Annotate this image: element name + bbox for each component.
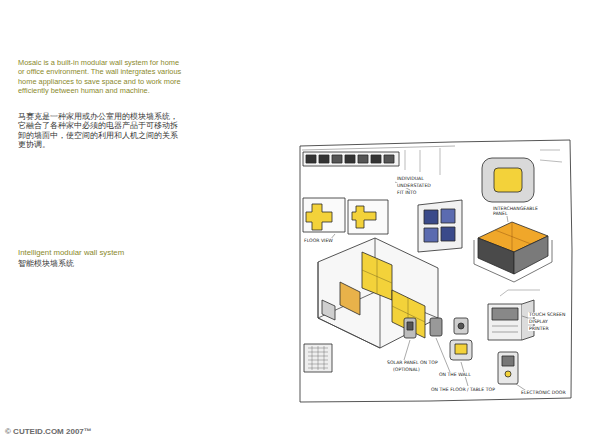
- intro-text: Mosaic is a built-in modular wall system…: [18, 58, 186, 95]
- guide-line: [302, 146, 455, 150]
- sketch-note: FIT INTO: [396, 190, 417, 195]
- intro-text-chinese: 马赛克是一种家用或办公室用的模块墙系统，它融合了各种家中必须的电器产品于可移动拆…: [18, 112, 178, 150]
- sketch-note: PRINTER: [528, 326, 550, 331]
- module-strip: [303, 152, 399, 166]
- sketch-note: SOLAR PANEL ON TOP: [386, 360, 439, 365]
- sketch-note: INTERCHANGEABLE PANEL: [492, 206, 554, 216]
- subtitle-chinese: 智能模块墙系统: [18, 259, 158, 268]
- grid-module: [304, 344, 332, 372]
- device-icons: [404, 318, 472, 360]
- square-module: [482, 150, 562, 202]
- sketch-note: DISPLAY: [528, 319, 549, 324]
- sketch-note: ON THE WALL: [438, 372, 472, 377]
- sketch-note: INDIVIDUAL: [396, 176, 425, 181]
- sketch-note: UNDERSTATED: [396, 183, 432, 188]
- door-panel: [498, 352, 518, 384]
- sketch-note: (OPTIONAL): [392, 367, 421, 372]
- room-cutaway: [318, 238, 438, 348]
- floor-plan: [303, 198, 388, 234]
- sketch-note: ON THE FLOOR / TABLE TOP: [430, 387, 496, 392]
- sketch-note: TOUCH SCREEN: [528, 312, 566, 317]
- wall-panel: [418, 200, 462, 252]
- sketch-note: FLOOR VIEW: [303, 238, 334, 243]
- sketch-frame: [300, 140, 572, 402]
- watermark: © CUTEID.COM 2007™: [5, 427, 92, 437]
- title: Intelligent modular wall system: [18, 248, 124, 258]
- panel-module: [474, 222, 552, 282]
- sketch-note: ELECTRONIC DOOR: [520, 390, 567, 395]
